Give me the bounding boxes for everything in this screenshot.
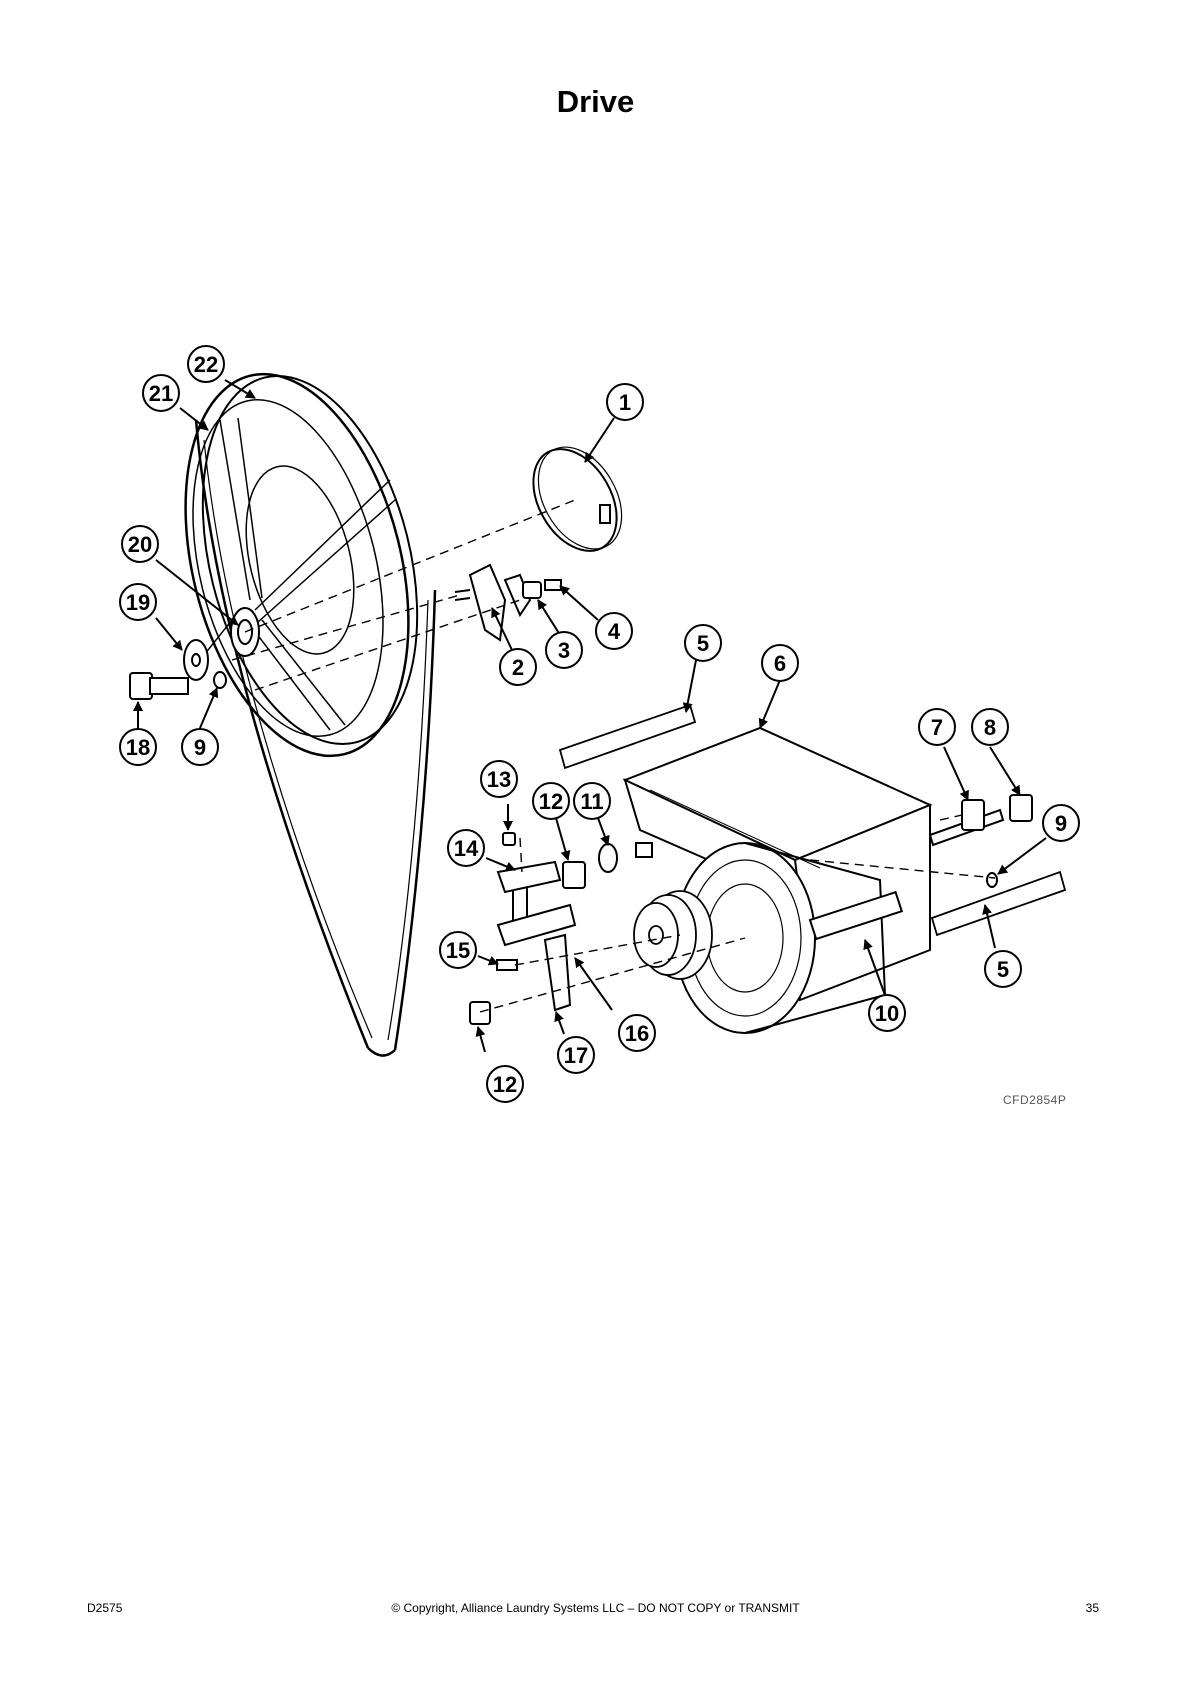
callout: 8 — [971, 708, 1009, 746]
callout-label: 1 — [619, 390, 631, 415]
callout: 14 — [447, 829, 485, 867]
callout-label: 8 — [984, 715, 996, 740]
callout-label: 13 — [487, 767, 511, 792]
document-number: D2575 — [87, 1601, 123, 1615]
callout: 7 — [918, 708, 956, 746]
callout-label: 4 — [608, 619, 621, 644]
callout-label: 15 — [446, 938, 470, 963]
callout: 11 — [573, 782, 611, 820]
drawing-code: CFD2854P — [1003, 1093, 1066, 1107]
pulley-bolt — [129, 639, 227, 700]
callout-label: 19 — [126, 590, 150, 615]
assembly-lines — [231, 499, 996, 1013]
callout: 9 — [1042, 804, 1080, 842]
page-number: 35 — [1085, 1601, 1099, 1615]
copyright-notice: © Copyright, Alliance Laundry Systems LL… — [391, 1601, 800, 1615]
callout-label: 11 — [580, 789, 603, 814]
callout: 4 — [595, 612, 633, 650]
callout-label: 9 — [194, 735, 206, 760]
callout: 22 — [187, 345, 225, 383]
callout: 1 — [606, 383, 644, 421]
callout-label: 6 — [774, 651, 786, 676]
page-title: Drive — [556, 84, 635, 119]
callout: 12 — [486, 1065, 524, 1103]
idler-bracket — [454, 563, 562, 642]
callout: 13 — [480, 760, 518, 798]
callout: 3 — [545, 631, 583, 669]
callout-label: 20 — [128, 532, 152, 557]
callout-label: 12 — [493, 1072, 517, 1097]
callout-label: 16 — [625, 1021, 649, 1046]
callout-label: 7 — [931, 715, 943, 740]
callout: 18 — [119, 728, 157, 766]
drive-belt — [194, 419, 437, 1057]
callout: 16 — [618, 1014, 656, 1052]
callout-label: 3 — [558, 638, 570, 663]
callout: 19 — [119, 583, 157, 621]
callout: 6 — [761, 644, 799, 682]
callout-label: 12 — [539, 789, 563, 814]
callout: 5 — [984, 950, 1022, 988]
callout: 2 — [499, 648, 537, 686]
motor-shim — [558, 703, 1067, 937]
clamp-ring — [532, 446, 623, 552]
callout-label: 5 — [997, 957, 1009, 982]
pivot-rod — [928, 794, 1033, 888]
drive-pulley — [184, 372, 419, 758]
callout: 9 — [181, 728, 219, 766]
callout-label: 10 — [875, 1001, 899, 1026]
callout: 21 — [142, 374, 180, 412]
callout: 17 — [557, 1036, 595, 1074]
callout: 15 — [439, 931, 477, 969]
callout: 20 — [121, 525, 159, 563]
callout: 5 — [684, 624, 722, 662]
callout-label: 18 — [126, 735, 150, 760]
callout: 10 — [868, 994, 906, 1032]
belt-tensioner — [469, 832, 653, 1025]
callout-label: 14 — [454, 836, 479, 861]
callout: 12 — [532, 782, 570, 820]
callout-label: 22 — [194, 352, 218, 377]
callout-label: 2 — [512, 655, 524, 680]
callout-label: 9 — [1055, 811, 1067, 836]
callout-label: 5 — [697, 631, 709, 656]
callout-label: 21 — [149, 381, 173, 406]
callout-leaders — [133, 379, 1047, 1053]
callout-label: 17 — [564, 1043, 588, 1068]
